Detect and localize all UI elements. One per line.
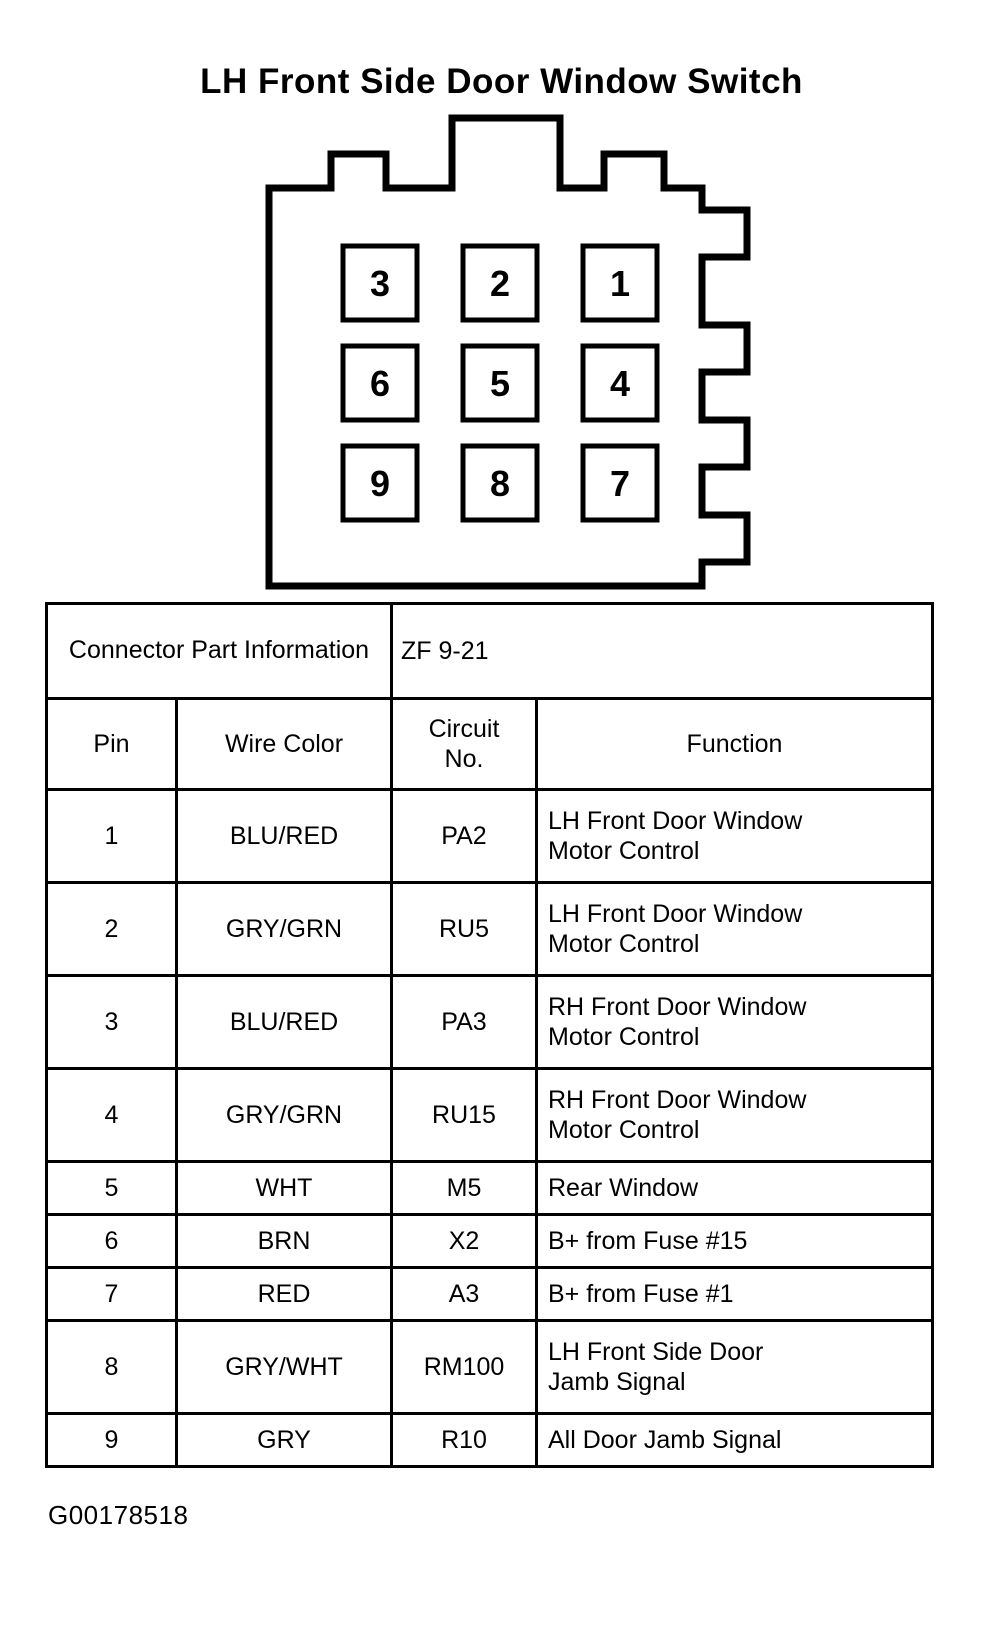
pin-number-label: 8 <box>490 463 510 504</box>
connector-part-information-value: ZF 9-21 <box>390 602 934 700</box>
table-header-row: Pin Wire Color Circuit No. Function <box>45 697 934 791</box>
pin-cavity-4 <box>580 343 660 423</box>
pin-cavity-7 <box>580 443 660 523</box>
cell-function: B+ from Fuse #1 <box>535 1266 934 1322</box>
pin-number-label: 4 <box>610 363 630 404</box>
cell-function-line1: LH Front Door Window <box>548 899 803 928</box>
cell-circuit-no: RU5 <box>390 881 538 977</box>
page-title: LH Front Side Door Window Switch <box>200 62 803 101</box>
cell-function: LH Front Door Window Motor Control <box>535 788 934 884</box>
cell-pin: 6 <box>45 1213 178 1269</box>
pin-number-label: 2 <box>490 263 510 304</box>
cell-circuit-no: PA2 <box>390 788 538 884</box>
pin-cavity-6 <box>340 343 420 423</box>
cell-wire-color: GRY/WHT <box>175 1319 393 1415</box>
table-row: 1 BLU/RED PA2 LH Front Door Window Motor… <box>45 788 934 884</box>
table-row: 7 RED A3 B+ from Fuse #1 <box>45 1266 934 1322</box>
cell-function: RH Front Door Window Motor Control <box>535 974 934 1070</box>
pin-cavity-5 <box>460 343 540 423</box>
pin-number-label: 6 <box>370 363 390 404</box>
cell-function-line1: LH Front Door Window <box>548 806 803 835</box>
cell-function-line2: Motor Control <box>548 1116 700 1144</box>
cell-wire-color: BLU/RED <box>175 974 393 1070</box>
cell-function-line1: RH Front Door Window <box>548 1085 807 1114</box>
cell-wire-color: BRN <box>175 1213 393 1269</box>
pin-number-label: 9 <box>370 463 390 504</box>
cell-function-line2: Motor Control <box>548 1023 700 1051</box>
connector-outline-svg: 3 2 1 6 5 4 9 8 7 <box>265 114 751 590</box>
cell-function-line1: RH Front Door Window <box>548 992 807 1021</box>
pin-cavity-9 <box>340 443 420 523</box>
cell-function: B+ from Fuse #15 <box>535 1213 934 1269</box>
cell-pin: 7 <box>45 1266 178 1322</box>
cell-pin: 5 <box>45 1160 178 1216</box>
cell-function: All Door Jamb Signal <box>535 1412 934 1468</box>
cell-function-line2: Jamb Signal <box>548 1368 686 1396</box>
table-row: 9 GRY R10 All Door Jamb Signal <box>45 1412 934 1468</box>
cell-function-line2: Motor Control <box>548 930 700 958</box>
cell-circuit-no: R10 <box>390 1412 538 1468</box>
cell-circuit-no: PA3 <box>390 974 538 1070</box>
cell-function: RH Front Door Window Motor Control <box>535 1067 934 1163</box>
pin-cavity-2 <box>460 243 540 323</box>
cell-function: LH Front Side Door Jamb Signal <box>535 1319 934 1415</box>
table-row: 5 WHT M5 Rear Window <box>45 1160 934 1216</box>
connector-part-information-label: Connector Part Information <box>45 602 393 700</box>
table-row: 2 GRY/GRN RU5 LH Front Door Window Motor… <box>45 881 934 977</box>
cell-wire-color: RED <box>175 1266 393 1322</box>
column-header-pin: Pin <box>45 697 178 791</box>
column-header-wire-color: Wire Color <box>175 697 393 791</box>
cell-circuit-no: X2 <box>390 1213 538 1269</box>
cell-function-line1: LH Front Side Door <box>548 1337 764 1366</box>
cell-wire-color: WHT <box>175 1160 393 1216</box>
cell-pin: 3 <box>45 974 178 1070</box>
cell-wire-color: GRY/GRN <box>175 1067 393 1163</box>
cell-circuit-no: A3 <box>390 1266 538 1322</box>
cell-pin: 9 <box>45 1412 178 1468</box>
cell-pin: 4 <box>45 1067 178 1163</box>
pin-cavity-8 <box>460 443 540 523</box>
cell-circuit-no: RM100 <box>390 1319 538 1415</box>
cell-function-line2: Motor Control <box>548 837 700 865</box>
cell-circuit-no: RU15 <box>390 1067 538 1163</box>
column-header-function: Function <box>535 697 934 791</box>
connector-pinout-table: Connector Part Information ZF 9-21 Pin W… <box>45 602 934 1468</box>
table-row: 4 GRY/GRN RU15 RH Front Door Window Moto… <box>45 1067 934 1163</box>
connector-part-information-row: Connector Part Information ZF 9-21 <box>45 602 934 700</box>
connector-diagram: 3 2 1 6 5 4 9 8 7 <box>255 110 755 595</box>
pin-number-label: 7 <box>610 463 630 504</box>
column-header-circuit-no-line1: Circuit <box>428 714 500 743</box>
table-row: 8 GRY/WHT RM100 LH Front Side Door Jamb … <box>45 1319 934 1415</box>
cell-wire-color: BLU/RED <box>175 788 393 884</box>
table-row: 3 BLU/RED PA3 RH Front Door Window Motor… <box>45 974 934 1070</box>
column-header-circuit-no-line2: No. <box>444 745 484 773</box>
pin-cavity-1 <box>580 243 660 323</box>
pin-number-label: 3 <box>370 263 390 304</box>
cell-circuit-no: M5 <box>390 1160 538 1216</box>
cell-wire-color: GRY/GRN <box>175 881 393 977</box>
cell-function: Rear Window <box>535 1160 934 1216</box>
cell-function: LH Front Door Window Motor Control <box>535 881 934 977</box>
cell-wire-color: GRY <box>175 1412 393 1468</box>
pin-cavity-3 <box>340 243 420 323</box>
pin-number-label: 5 <box>490 363 510 404</box>
column-header-circuit-no: Circuit No. <box>390 697 538 791</box>
cell-pin: 8 <box>45 1319 178 1415</box>
cell-pin: 2 <box>45 881 178 977</box>
figure-id-code: G00178518 <box>48 1500 189 1530</box>
cell-pin: 1 <box>45 788 178 884</box>
table-row: 6 BRN X2 B+ from Fuse #15 <box>45 1213 934 1269</box>
pin-number-label: 1 <box>610 263 630 304</box>
